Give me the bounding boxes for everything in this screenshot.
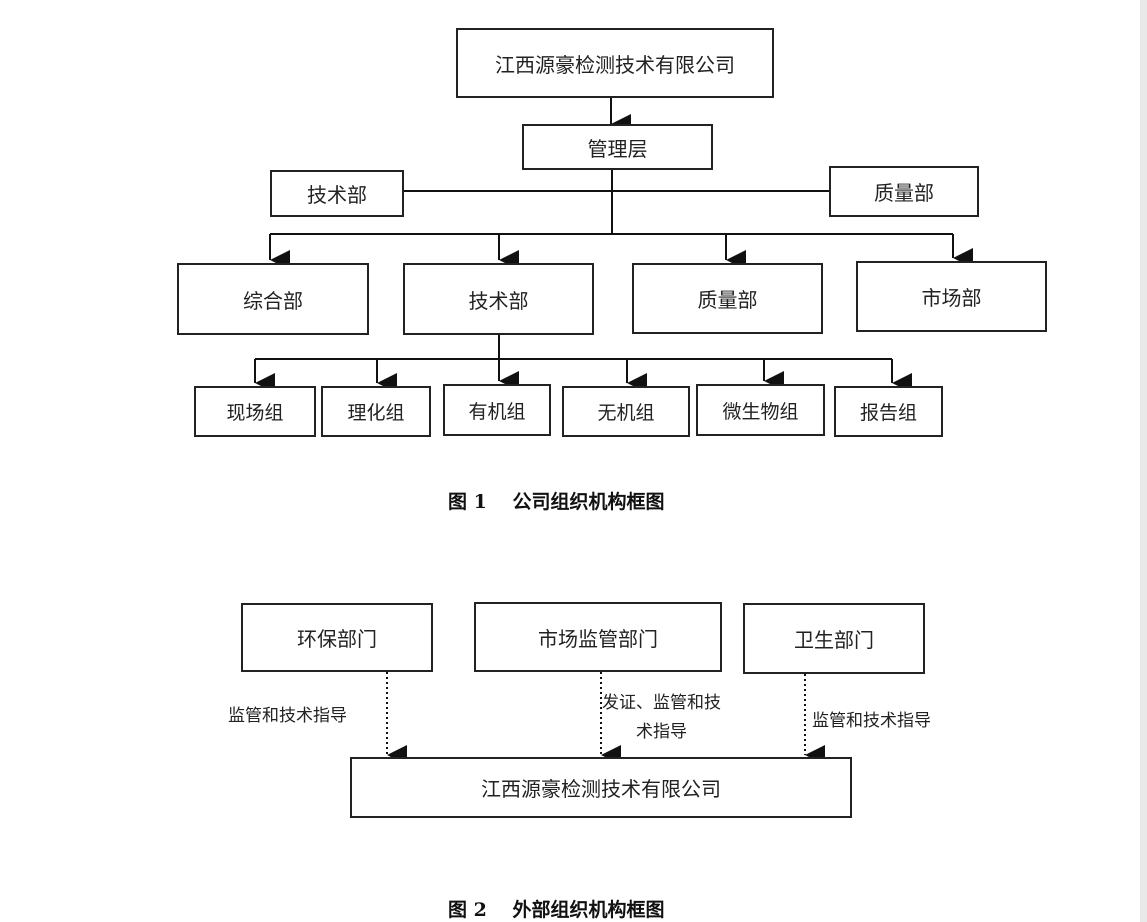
dept-quality-box: 质量部	[632, 263, 823, 334]
dept-tech-box: 技术部	[403, 263, 594, 335]
page-edge-strip	[1140, 0, 1147, 922]
group-organic-box: 有机组	[443, 384, 551, 436]
figure2-caption: 图 2 外部组织机构框图	[448, 899, 665, 921]
management-box: 管理层	[522, 124, 713, 170]
group-physchem-box: 理化组	[321, 386, 431, 437]
regulator-health-box: 卫生部门	[743, 603, 925, 674]
regulator-market-box: 市场监管部门	[474, 602, 722, 672]
link-label-env: 监管和技术指导	[228, 706, 347, 726]
regulator-env-box: 环保部门	[241, 603, 433, 672]
link-label-market-line2: 术指导	[636, 722, 687, 742]
group-field-box: 现场组	[194, 386, 316, 437]
group-report-box: 报告组	[834, 386, 943, 437]
figure1-caption: 图 1 公司组织机构框图	[448, 491, 665, 513]
group-inorganic-box: 无机组	[562, 386, 690, 437]
staff-quality-box: 质量部	[829, 166, 979, 217]
dept-general-box: 综合部	[177, 263, 369, 335]
link-label-market-line1: 发证、监管和技	[602, 693, 721, 713]
link-label-health: 监管和技术指导	[812, 711, 931, 731]
company-box: 江西源豪检测技术有限公司	[456, 28, 774, 98]
company-box-external: 江西源豪检测技术有限公司	[350, 757, 852, 818]
group-micro-box: 微生物组	[696, 384, 825, 436]
staff-tech-box: 技术部	[270, 170, 404, 217]
dept-market-box: 市场部	[856, 261, 1047, 332]
